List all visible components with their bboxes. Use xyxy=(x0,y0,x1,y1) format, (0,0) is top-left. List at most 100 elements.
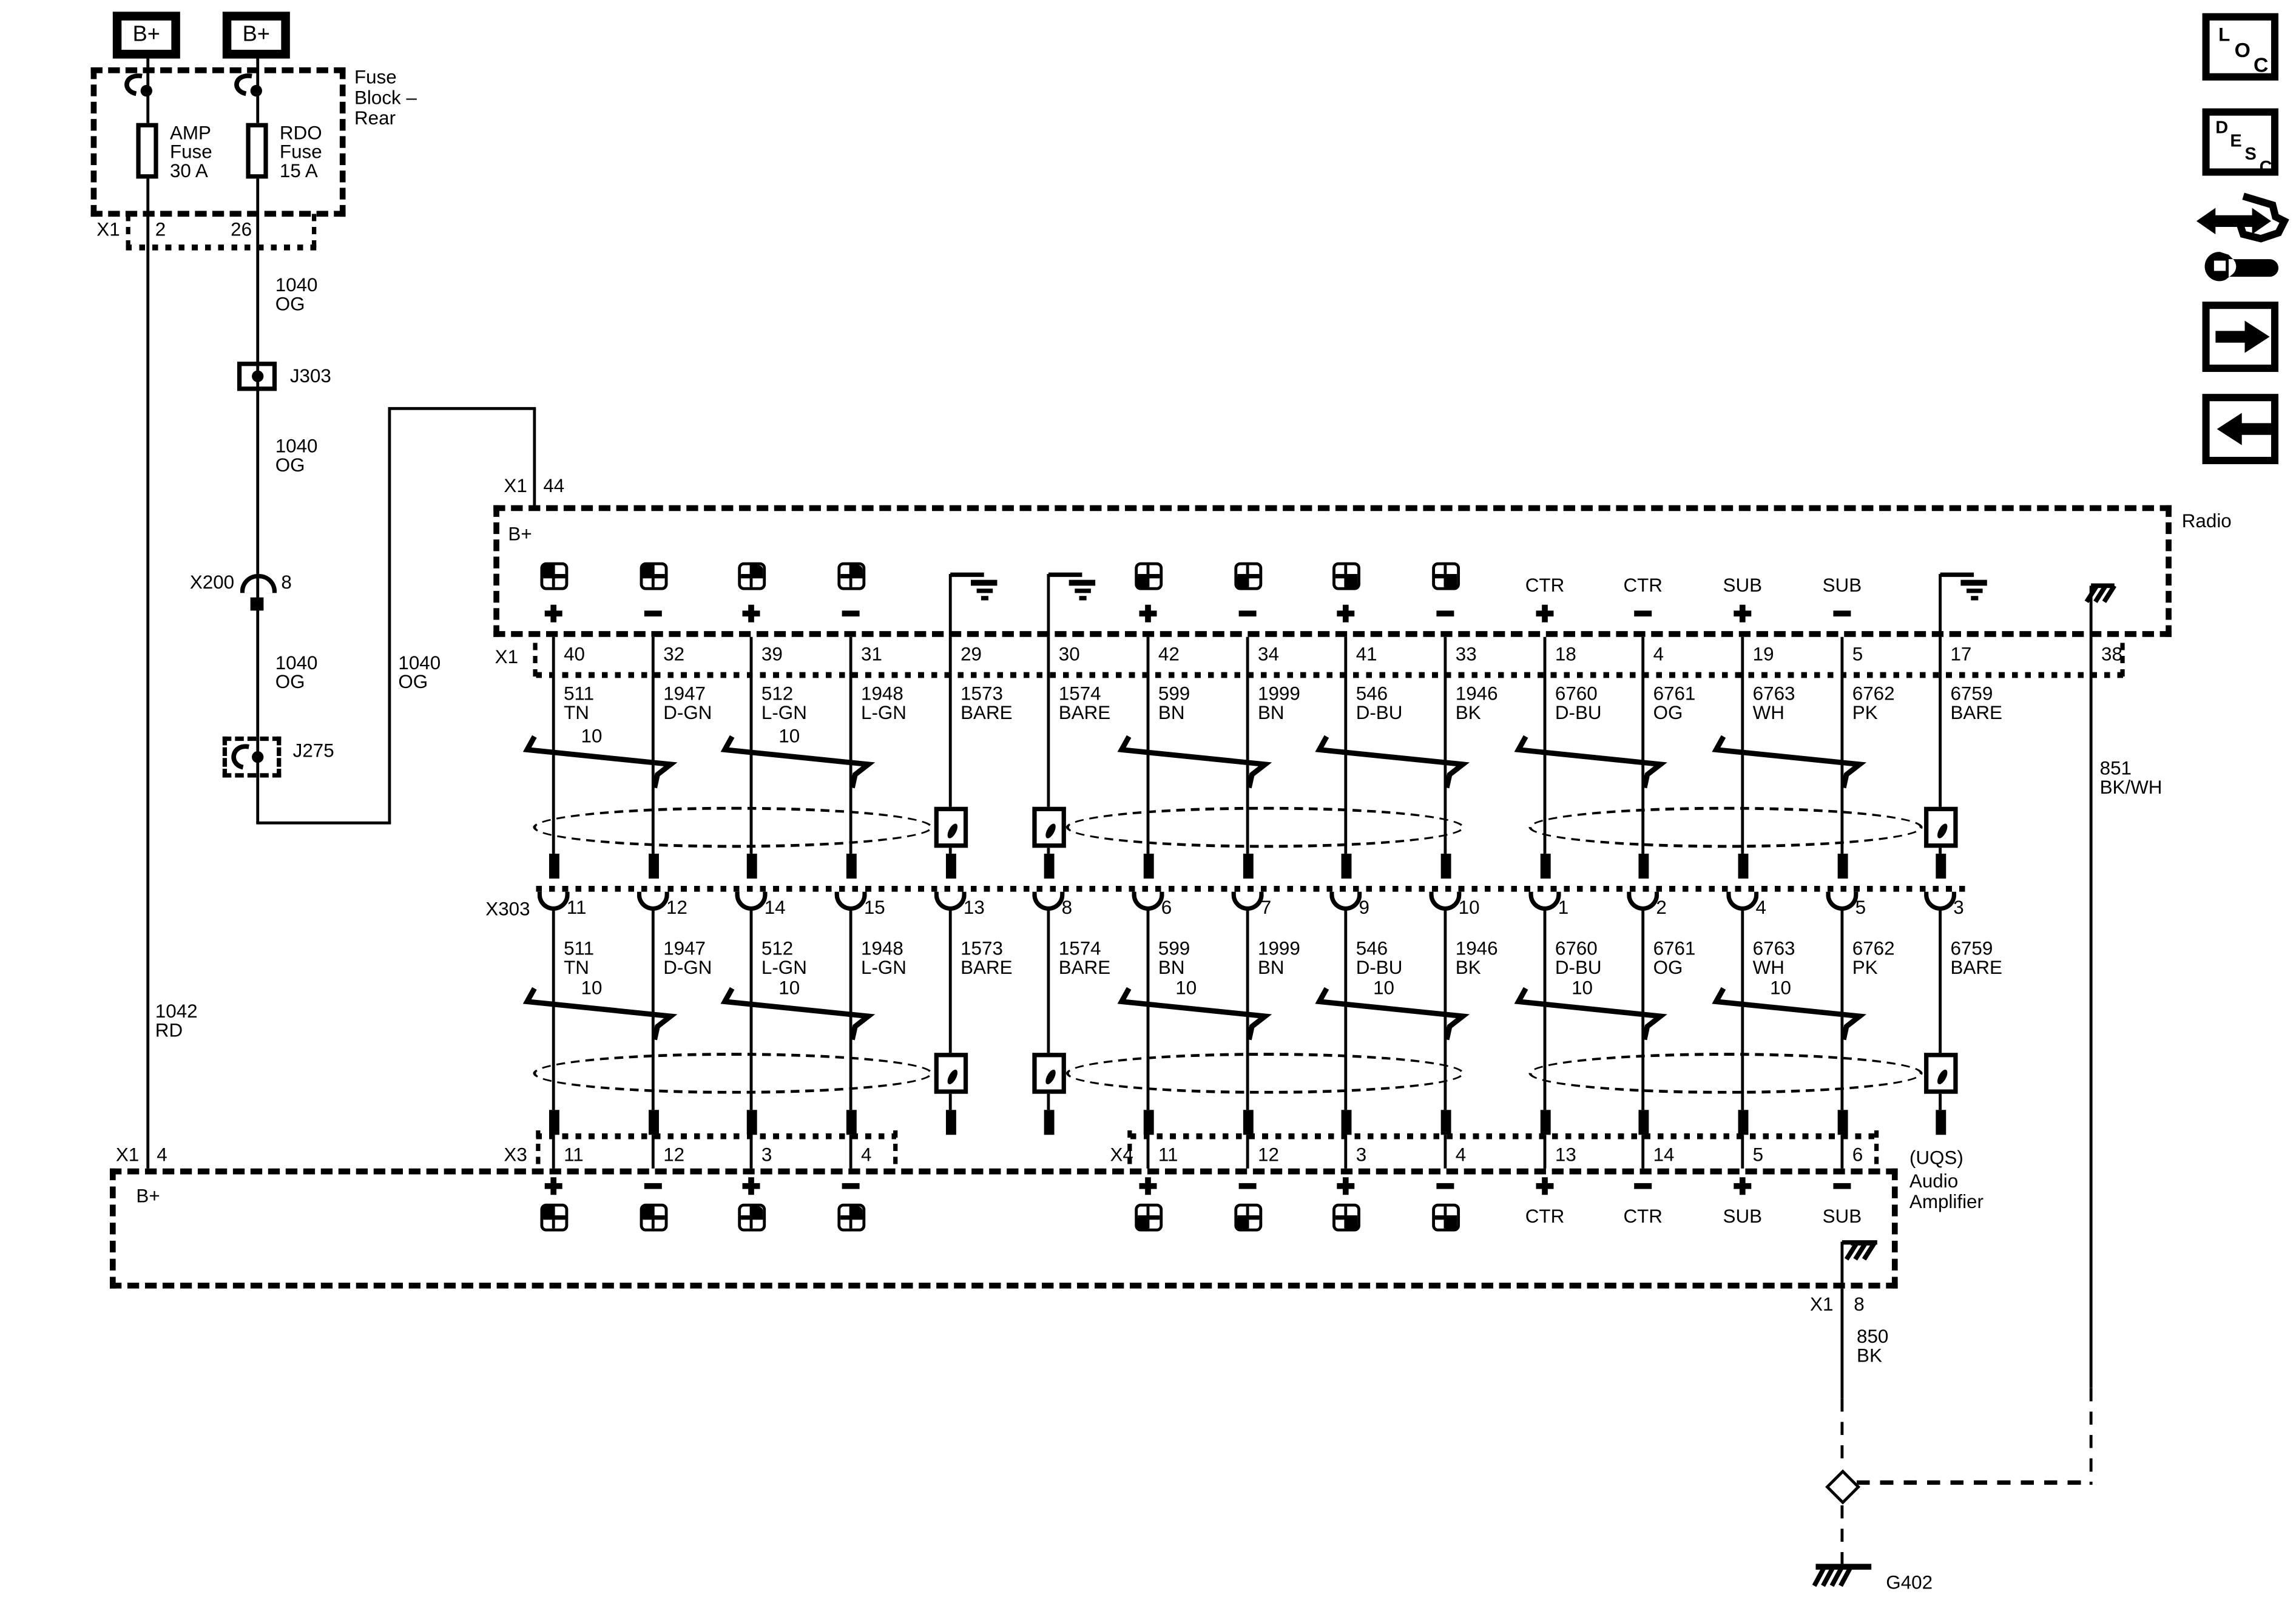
radio-pin-number: 18 xyxy=(1555,643,1576,665)
radio-pin-number: 34 xyxy=(1257,643,1279,665)
wire-lower-segment xyxy=(1840,909,1844,1110)
connector-arc xyxy=(1329,891,1362,911)
terminal xyxy=(1440,1110,1451,1135)
shield-ellipse xyxy=(1528,1053,1923,1094)
wire-color-code: L-GN xyxy=(761,956,807,979)
terminal xyxy=(1737,853,1748,879)
polarity-sign xyxy=(1833,610,1851,616)
wire-circuit-number: 1573 xyxy=(961,937,1003,959)
speaker-icon xyxy=(1331,1203,1360,1232)
wire-circuit-number: 6761 xyxy=(1653,937,1696,959)
wire-circuit-number: 511 xyxy=(564,682,595,704)
desc-letter-2: E xyxy=(2230,130,2242,151)
wire-label-1040-1b: OG xyxy=(275,292,305,315)
connector-arc xyxy=(1231,891,1264,911)
wire-lower-segment xyxy=(1443,909,1447,1110)
twisted-pair-marker xyxy=(1514,735,1667,789)
polarity-sign xyxy=(1542,1177,1548,1195)
amp-pin-stub xyxy=(749,1135,754,1169)
back-arrow-button[interactable] xyxy=(2202,394,2279,465)
polarity-sign xyxy=(748,604,754,623)
speaker-icon xyxy=(1431,562,1459,590)
radio-pin-number: 17 xyxy=(1950,643,1972,665)
twist-count-label: 10 xyxy=(1373,976,1394,999)
radio-connector-label: X1 xyxy=(495,646,519,668)
polarity-sign xyxy=(1436,610,1454,616)
x303-pin-number: 9 xyxy=(1359,896,1369,919)
wire-color-code: OG xyxy=(1653,956,1683,979)
wire-circuit-number: 599 xyxy=(1158,937,1190,959)
ground-stub xyxy=(948,574,953,637)
amp-channel-label: SUB xyxy=(1822,1205,1862,1227)
speaker-icon xyxy=(837,1203,865,1232)
radio-connector-line xyxy=(536,672,2124,678)
wire-circuit-number: 1948 xyxy=(861,937,903,959)
wire-upper-segment xyxy=(1740,636,1744,854)
connector-arc xyxy=(1132,891,1164,911)
connector-tick xyxy=(1127,1130,1132,1166)
terminal xyxy=(548,853,559,879)
amp-pin-number: 4 xyxy=(861,1143,872,1166)
earth-ground-icon xyxy=(950,572,984,577)
amp-feed-wire xyxy=(146,58,150,1169)
polarity-sign xyxy=(1145,604,1151,623)
terminal xyxy=(845,1110,856,1135)
wire-upper-segment xyxy=(1542,636,1547,854)
twist-count-label: 10 xyxy=(1572,976,1593,999)
amp-pin-stub xyxy=(1146,1135,1150,1169)
wire-circuit-number: 1947 xyxy=(663,682,706,704)
x303-pin-number: 5 xyxy=(1855,896,1866,919)
shield-drain-box xyxy=(1032,1053,1065,1094)
amp-pin-number: 13 xyxy=(1555,1143,1576,1166)
jump-wrench-icon[interactable] xyxy=(2190,191,2293,290)
wire-circuit-number: 599 xyxy=(1158,682,1190,704)
earth-ground-icon xyxy=(1970,595,1978,601)
loc-button[interactable]: L O C xyxy=(2202,13,2279,81)
amp-channel-label: CTR xyxy=(1623,1205,1663,1227)
connector-tick xyxy=(2120,643,2125,681)
x303-pin-number: 2 xyxy=(1656,896,1667,919)
terminal xyxy=(1539,853,1550,879)
wire-color-code: BN xyxy=(1158,701,1185,724)
terminal xyxy=(1837,1110,1848,1135)
amp-pin-stub xyxy=(848,1135,853,1169)
inline-connector-terminal xyxy=(250,597,264,611)
wire-label-1040-1a: 1040 xyxy=(275,274,318,296)
speaker-icon xyxy=(1431,1203,1459,1232)
wire-upper-segment xyxy=(1840,636,1844,854)
x303-connector-label: X303 xyxy=(485,897,530,920)
wire-lower-segment xyxy=(1343,909,1348,1110)
wire-lower-segment xyxy=(1146,909,1150,1110)
x303-pin-number: 1 xyxy=(1558,896,1569,919)
radio-power-conn-label: X1 xyxy=(504,474,527,497)
wire-color-code: D-BU xyxy=(1356,701,1403,724)
wire-label-851-b: BK/WH xyxy=(2099,776,2163,798)
junction-dot xyxy=(250,84,262,97)
fuse-block-box xyxy=(90,67,346,217)
polarity-sign xyxy=(1634,1183,1652,1189)
connector-arc xyxy=(1726,891,1759,911)
terminal xyxy=(1340,1110,1351,1135)
terminal xyxy=(1143,853,1153,879)
polarity-sign xyxy=(1343,1177,1349,1195)
polarity-sign xyxy=(1343,604,1349,623)
forward-arrow-button[interactable] xyxy=(2202,302,2279,372)
ground-id-label: G402 xyxy=(1886,1571,1933,1593)
polarity-sign xyxy=(1436,1183,1454,1189)
x3-connector-line xyxy=(536,1133,896,1139)
wire-label-1040-3b: OG xyxy=(275,670,305,693)
desc-button[interactable]: D E S C xyxy=(2202,108,2279,177)
splice-J275-symbol xyxy=(222,736,282,778)
shield-drain-box xyxy=(933,1053,967,1094)
polarity-sign xyxy=(1833,1183,1851,1189)
connector-tick xyxy=(126,214,130,249)
radio-pin-number: 38 xyxy=(2101,643,2122,665)
rdo-wire-riser xyxy=(387,408,392,823)
ground-wire-850-dashed xyxy=(1840,1505,1844,1564)
amp-pin-stub xyxy=(1740,1135,1744,1169)
speaker-icon xyxy=(1234,562,1262,590)
amp-channel-label: CTR xyxy=(1525,1205,1565,1227)
connector-tick xyxy=(533,643,538,681)
wire-color-code: L-GN xyxy=(861,956,907,979)
radio-pin-number: 40 xyxy=(564,643,586,665)
